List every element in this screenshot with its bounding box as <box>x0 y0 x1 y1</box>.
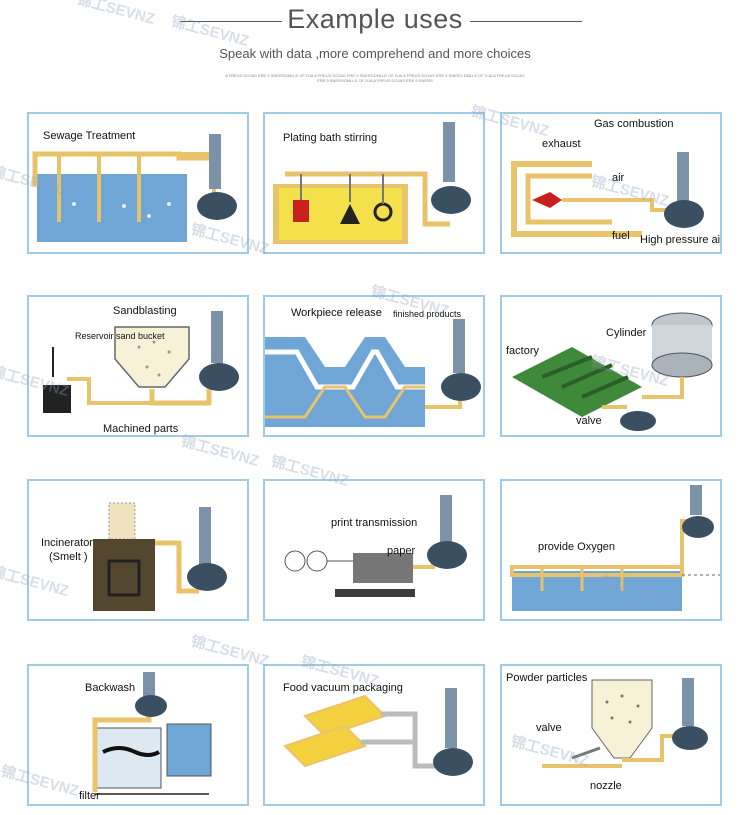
label-print-transmission: print transmission <box>331 517 418 529</box>
food-illustration <box>283 688 473 776</box>
sandblasting-illustration <box>43 311 239 413</box>
sewage-illustration <box>32 134 237 242</box>
page-title: Example uses <box>287 4 463 34</box>
label-fuel: fuel <box>612 230 630 242</box>
title-rule-right <box>470 21 582 22</box>
gas-illustration <box>511 152 704 237</box>
label-reservoir-sand-bucket: Reservoir sand bucket <box>75 331 165 341</box>
panel-powder-particles: Powder particles valve nozzle <box>500 664 722 806</box>
label-workpiece-release: Workpiece release <box>291 307 382 319</box>
label-paper: paper <box>387 545 416 557</box>
factory-illustration <box>512 312 713 431</box>
label-food-vacuum-packaging: Food vacuum packaging <box>283 682 403 694</box>
label-sandblasting: Sandblasting <box>113 305 177 317</box>
header: Example uses Speak with data ,more compr… <box>0 0 750 100</box>
label-high-pressure-air: High pressure air <box>640 234 722 246</box>
incinerator-illustration <box>93 502 227 611</box>
panel-sewage-treatment: Sewage Treatment <box>27 112 249 254</box>
label-valve-factory: valve <box>576 415 602 427</box>
powder-illustration <box>542 678 708 768</box>
print-illustration <box>284 495 467 597</box>
label-nozzle: nozzle <box>590 780 622 792</box>
panel-workpiece-release: Workpiece release finished products <box>263 295 485 437</box>
backwash-illustration <box>92 672 212 795</box>
label-sewage-treatment: Sewage Treatment <box>43 130 136 142</box>
panel-incinerator: Incinerator (Smelt ) <box>27 479 249 621</box>
page-subtitle: Speak with data ,more comprehend and mor… <box>219 46 531 61</box>
label-exhaust: exhaust <box>542 138 581 150</box>
plating-illustration <box>273 122 471 244</box>
label-plating-bath: Plating bath stirring <box>283 132 378 144</box>
label-factory: factory <box>506 345 540 357</box>
oxygen-illustration <box>510 485 720 611</box>
label-cylinder: Cylinder <box>606 327 647 339</box>
label-backwash: Backwash <box>85 682 136 694</box>
panel-sandblasting: Sandblasting Reservoir sand bucket Machi… <box>27 295 249 437</box>
label-valve-powder: valve <box>536 722 562 734</box>
label-incinerator: Incinerator <box>41 537 93 549</box>
label-gas-combustion: Gas combustion <box>594 118 674 130</box>
label-air: air <box>612 172 625 184</box>
label-smelt: (Smelt ) <box>49 551 88 563</box>
label-filter: filter <box>79 790 100 802</box>
panel-print-transmission: print transmission paper <box>263 479 485 621</box>
title-rule-left <box>180 21 282 22</box>
panel-food-vacuum-packaging: Food vacuum packaging <box>263 664 485 806</box>
label-powder-particles: Powder particles <box>506 672 588 684</box>
panel-gas-combustion: Gas combustion exhaust air fuel High pre… <box>500 112 722 254</box>
fine-print: A FREUS DOJAS ERE 9 SNERGDMLLE OF DJA A … <box>225 73 525 83</box>
workpiece-illustration <box>265 319 481 427</box>
label-provide-oxygen: provide Oxygen <box>538 541 616 553</box>
panel-plating-bath: Plating bath stirring <box>263 112 485 254</box>
panel-backwash: Backwash filter <box>27 664 249 806</box>
label-machined-parts: Machined parts <box>103 423 179 435</box>
panel-factory-cylinder: Cylinder factory valve <box>500 295 722 437</box>
panel-provide-oxygen: provide Oxygen <box>500 479 722 621</box>
label-finished-products: finished products <box>393 309 462 319</box>
